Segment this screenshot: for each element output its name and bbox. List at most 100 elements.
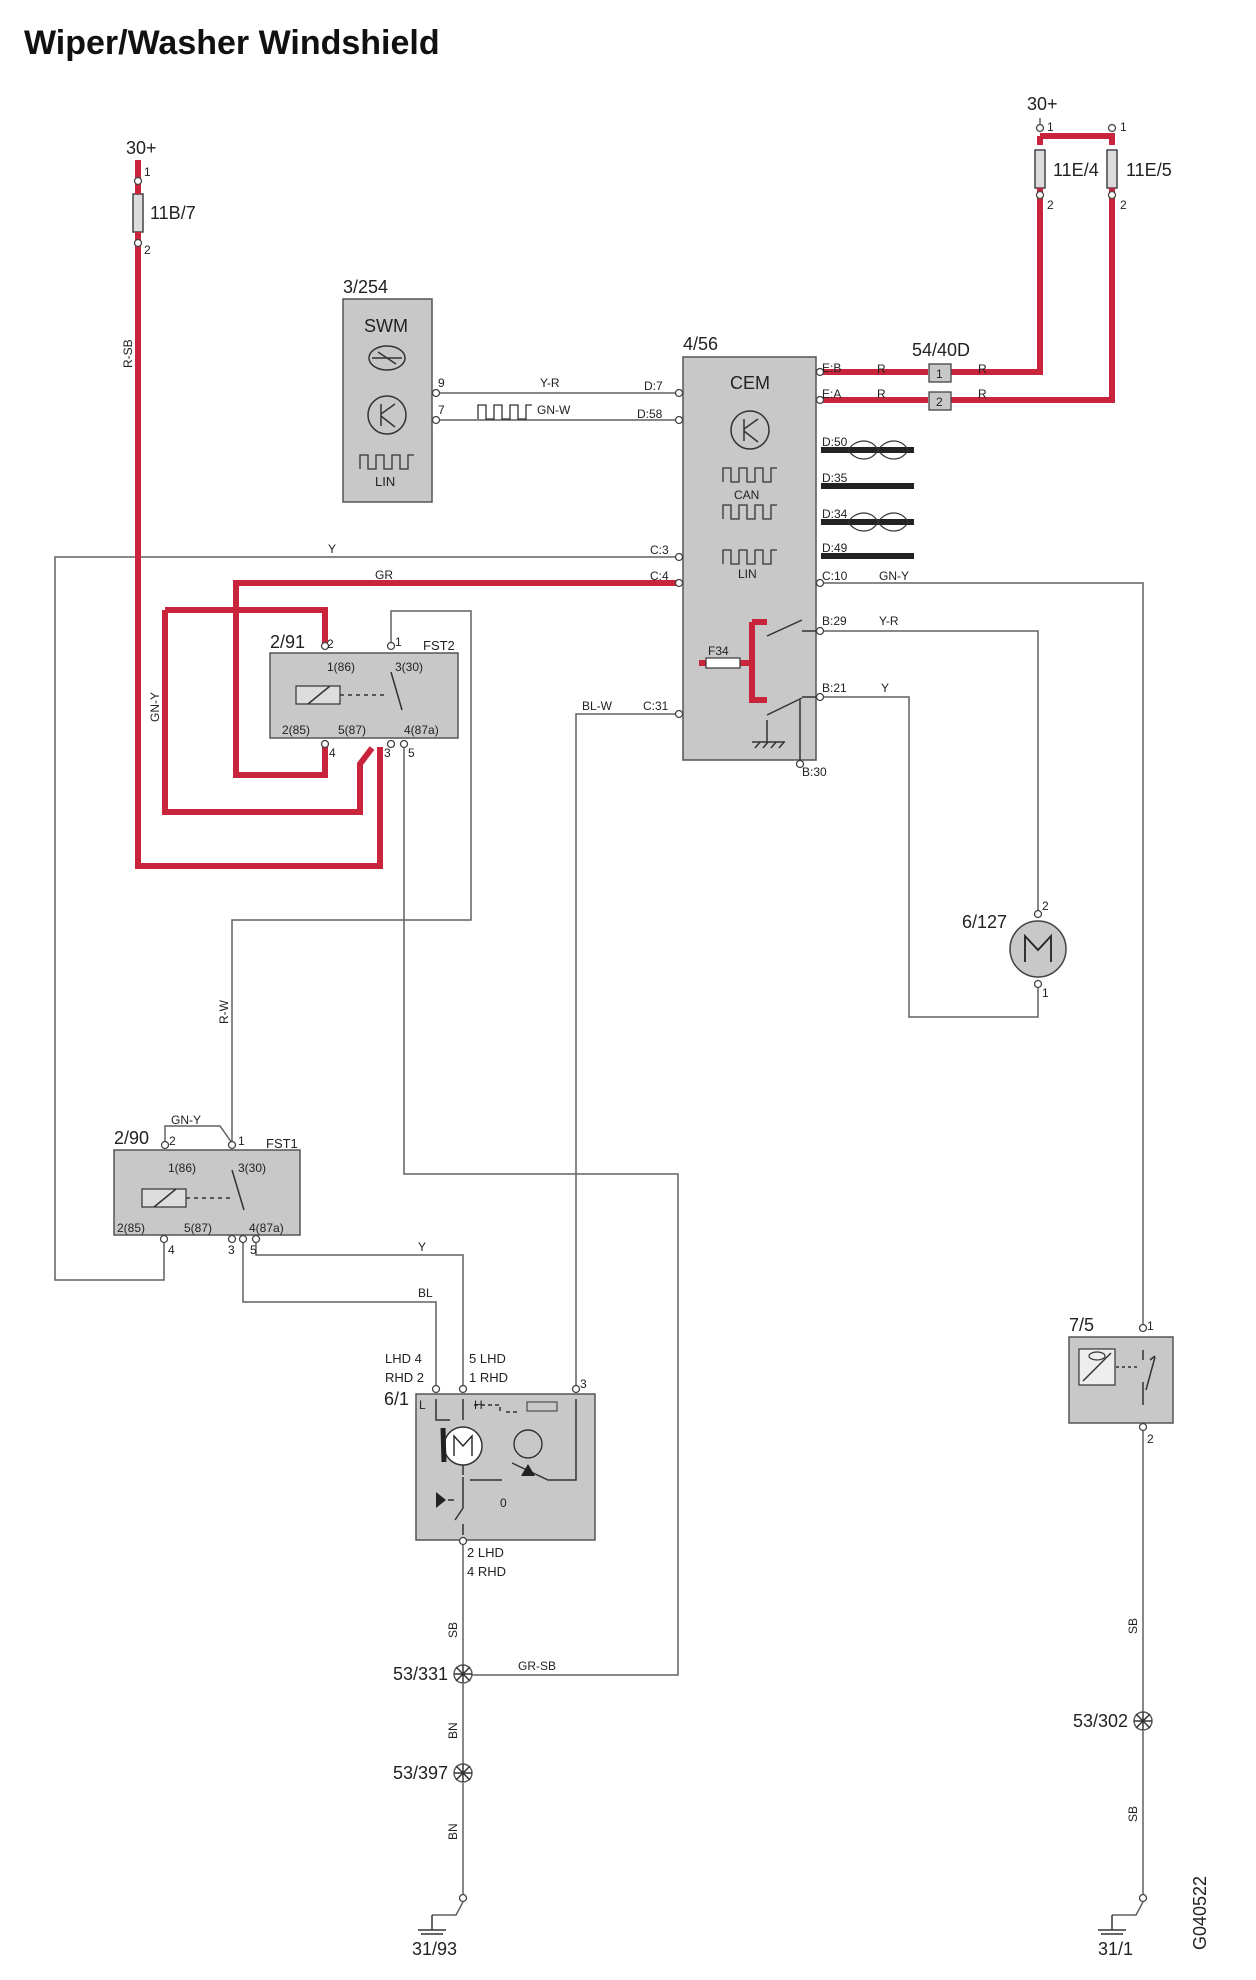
- wiper-motor-id: 6/1: [384, 1389, 409, 1409]
- wire-color-bl: BL: [418, 1286, 433, 1300]
- fuse-11b7-pin2: 2: [144, 243, 151, 257]
- connector-id: 54/40D: [912, 340, 970, 360]
- wiper-motor-h: H: [474, 1398, 483, 1412]
- splice-53-302: 53/302: [1073, 1711, 1128, 1731]
- cem-pin-d35: D:35: [822, 471, 848, 485]
- wiper-motor-lhd4: LHD 4: [385, 1351, 422, 1366]
- relay-fst1-p30: 3(30): [238, 1161, 266, 1175]
- cem-pin-d7: D:7: [644, 379, 663, 393]
- wiper-motor-internals: [435, 1399, 577, 1535]
- relay-fst1-t5: 5: [250, 1243, 257, 1257]
- connector-pin2-label: 2: [936, 395, 943, 409]
- wire-color-r-1: R: [877, 362, 886, 376]
- swm-id: 3/254: [343, 277, 388, 297]
- fuse-11e5-pin1: 1: [1120, 120, 1127, 134]
- relay-fst2-p30: 3(30): [395, 660, 423, 674]
- fuse-11e4: [1034, 149, 1046, 189]
- wire-color-gn-y-2: GN-Y: [879, 569, 909, 583]
- relay-fst2-name: FST2: [423, 638, 455, 653]
- fuse-11e5-pin2: 2: [1120, 198, 1127, 212]
- washer-pump-id: 6/127: [962, 912, 1007, 932]
- cem-pin-eb: E:B: [822, 361, 841, 375]
- fuse-11e5: [1106, 149, 1118, 189]
- fuse-11b7-pin1: 1: [144, 165, 151, 179]
- wiper-motor-l: L: [419, 1398, 426, 1412]
- wiper-motor-lhd5: 5 LHD: [469, 1351, 506, 1366]
- switch-7-5-internals: [1078, 1348, 1156, 1405]
- relay-fst2-p87a: 4(87a): [404, 723, 439, 737]
- wire-color-gn-y: GN-Y: [148, 692, 162, 722]
- swm-pin7: 7: [438, 403, 445, 417]
- wire-color-sb-2: SB: [1126, 1618, 1140, 1634]
- wire-color-gr-sb: GR-SB: [518, 1659, 556, 1673]
- connector-pin1-label: 1: [936, 367, 943, 381]
- pin-markers: [133, 123, 1148, 1903]
- swm-internals: [359, 345, 533, 470]
- cem-pin-b30: B:30: [802, 765, 827, 779]
- wire-color-bn-2: BN: [446, 1823, 460, 1840]
- cem-internals: [705, 410, 816, 760]
- wire-color-r-2: R: [877, 387, 886, 401]
- connector-pin2: [928, 391, 952, 411]
- splice-53-331: 53/331: [393, 1664, 448, 1684]
- switch-7-5-pin1: 1: [1147, 1319, 1154, 1333]
- cem-pin-d34: D:34: [822, 507, 848, 521]
- wiper-motor-pin3: 3: [580, 1377, 587, 1391]
- wiper-motor-o: 0: [500, 1496, 507, 1510]
- relay-fst2-t4: 4: [329, 746, 336, 760]
- relay-fst2-t3: 3: [384, 746, 391, 760]
- wire-color-gr: GR: [375, 568, 393, 582]
- thin-wires: [54, 118, 1144, 1916]
- supply-left-label: 30+: [126, 138, 157, 158]
- cem-pin-ea: E:A: [822, 387, 841, 401]
- switch-7-5-id: 7/5: [1069, 1315, 1094, 1335]
- relay-fst2-p85: 2(85): [282, 723, 310, 737]
- swm-box: [342, 298, 433, 503]
- cem-name: CEM: [730, 373, 770, 393]
- fuse-11e4-label: 11E/4: [1053, 160, 1099, 180]
- switch-7-5-pin2: 2: [1147, 1432, 1154, 1446]
- wire-color-bl-w: BL-W: [582, 699, 613, 713]
- fuse-11b7-label: 11B/7: [150, 203, 196, 223]
- cem-pin-d50: D:50: [822, 435, 848, 449]
- relay-fst1-internals: [141, 1169, 245, 1211]
- ground-icon: [418, 1915, 1126, 1935]
- wire-color-y-2: Y: [881, 681, 889, 695]
- ground-31-93: 31/93: [412, 1939, 457, 1959]
- relay-fst2-t5: 5: [408, 746, 415, 760]
- wire-color-r-w: R-W: [217, 999, 231, 1024]
- cem-pin-b29: B:29: [822, 614, 847, 628]
- relay-fst1-p87: 5(87): [184, 1221, 212, 1235]
- fuse-11e5-label: 11E/5: [1126, 160, 1172, 180]
- supply-right-label: 30+: [1027, 94, 1058, 114]
- wiper-motor-box: [415, 1393, 596, 1541]
- washer-pump-motor: [1009, 920, 1067, 978]
- fuse-11e4-pin1: 1: [1047, 120, 1054, 134]
- wire-color-gn-y-3: GN-Y: [171, 1113, 201, 1127]
- washer-pump-pin1: 1: [1042, 986, 1049, 1000]
- wire-color-sb: SB: [446, 1622, 460, 1638]
- fuse-11b7: [132, 193, 144, 233]
- wire-color-bn-1: BN: [446, 1722, 460, 1739]
- relay-fst1-t2: 2: [169, 1134, 176, 1148]
- relay-fst1-p85: 2(85): [117, 1221, 145, 1235]
- relay-fst1-p87a: 4(87a): [249, 1221, 284, 1235]
- washer-pump-pin2: 2: [1042, 899, 1049, 913]
- cem-id: 4/56: [683, 334, 718, 354]
- cem-pin-c10: C:10: [822, 569, 848, 583]
- cem-pin-c31: C:31: [643, 699, 669, 713]
- wire-color-gn-w: GN-W: [537, 403, 571, 417]
- connector-pin1: [928, 363, 952, 383]
- wire-color-y-3: Y: [418, 1240, 426, 1254]
- cem-pin-b21: B:21: [822, 681, 847, 695]
- relay-fst1-t1: 1: [238, 1134, 245, 1148]
- relay-fst2-t1: 1: [395, 635, 402, 649]
- document-code: G040522: [1190, 1876, 1210, 1950]
- wiper-motor-rhd1: 1 RHD: [469, 1370, 508, 1385]
- cem-pin-c3: C:3: [650, 543, 669, 557]
- wire-color-r-3: R: [978, 362, 987, 376]
- swm-name: SWM: [364, 316, 408, 336]
- cem-pin-d49: D:49: [822, 541, 848, 555]
- wire-color-y-r-2: Y-R: [879, 614, 899, 628]
